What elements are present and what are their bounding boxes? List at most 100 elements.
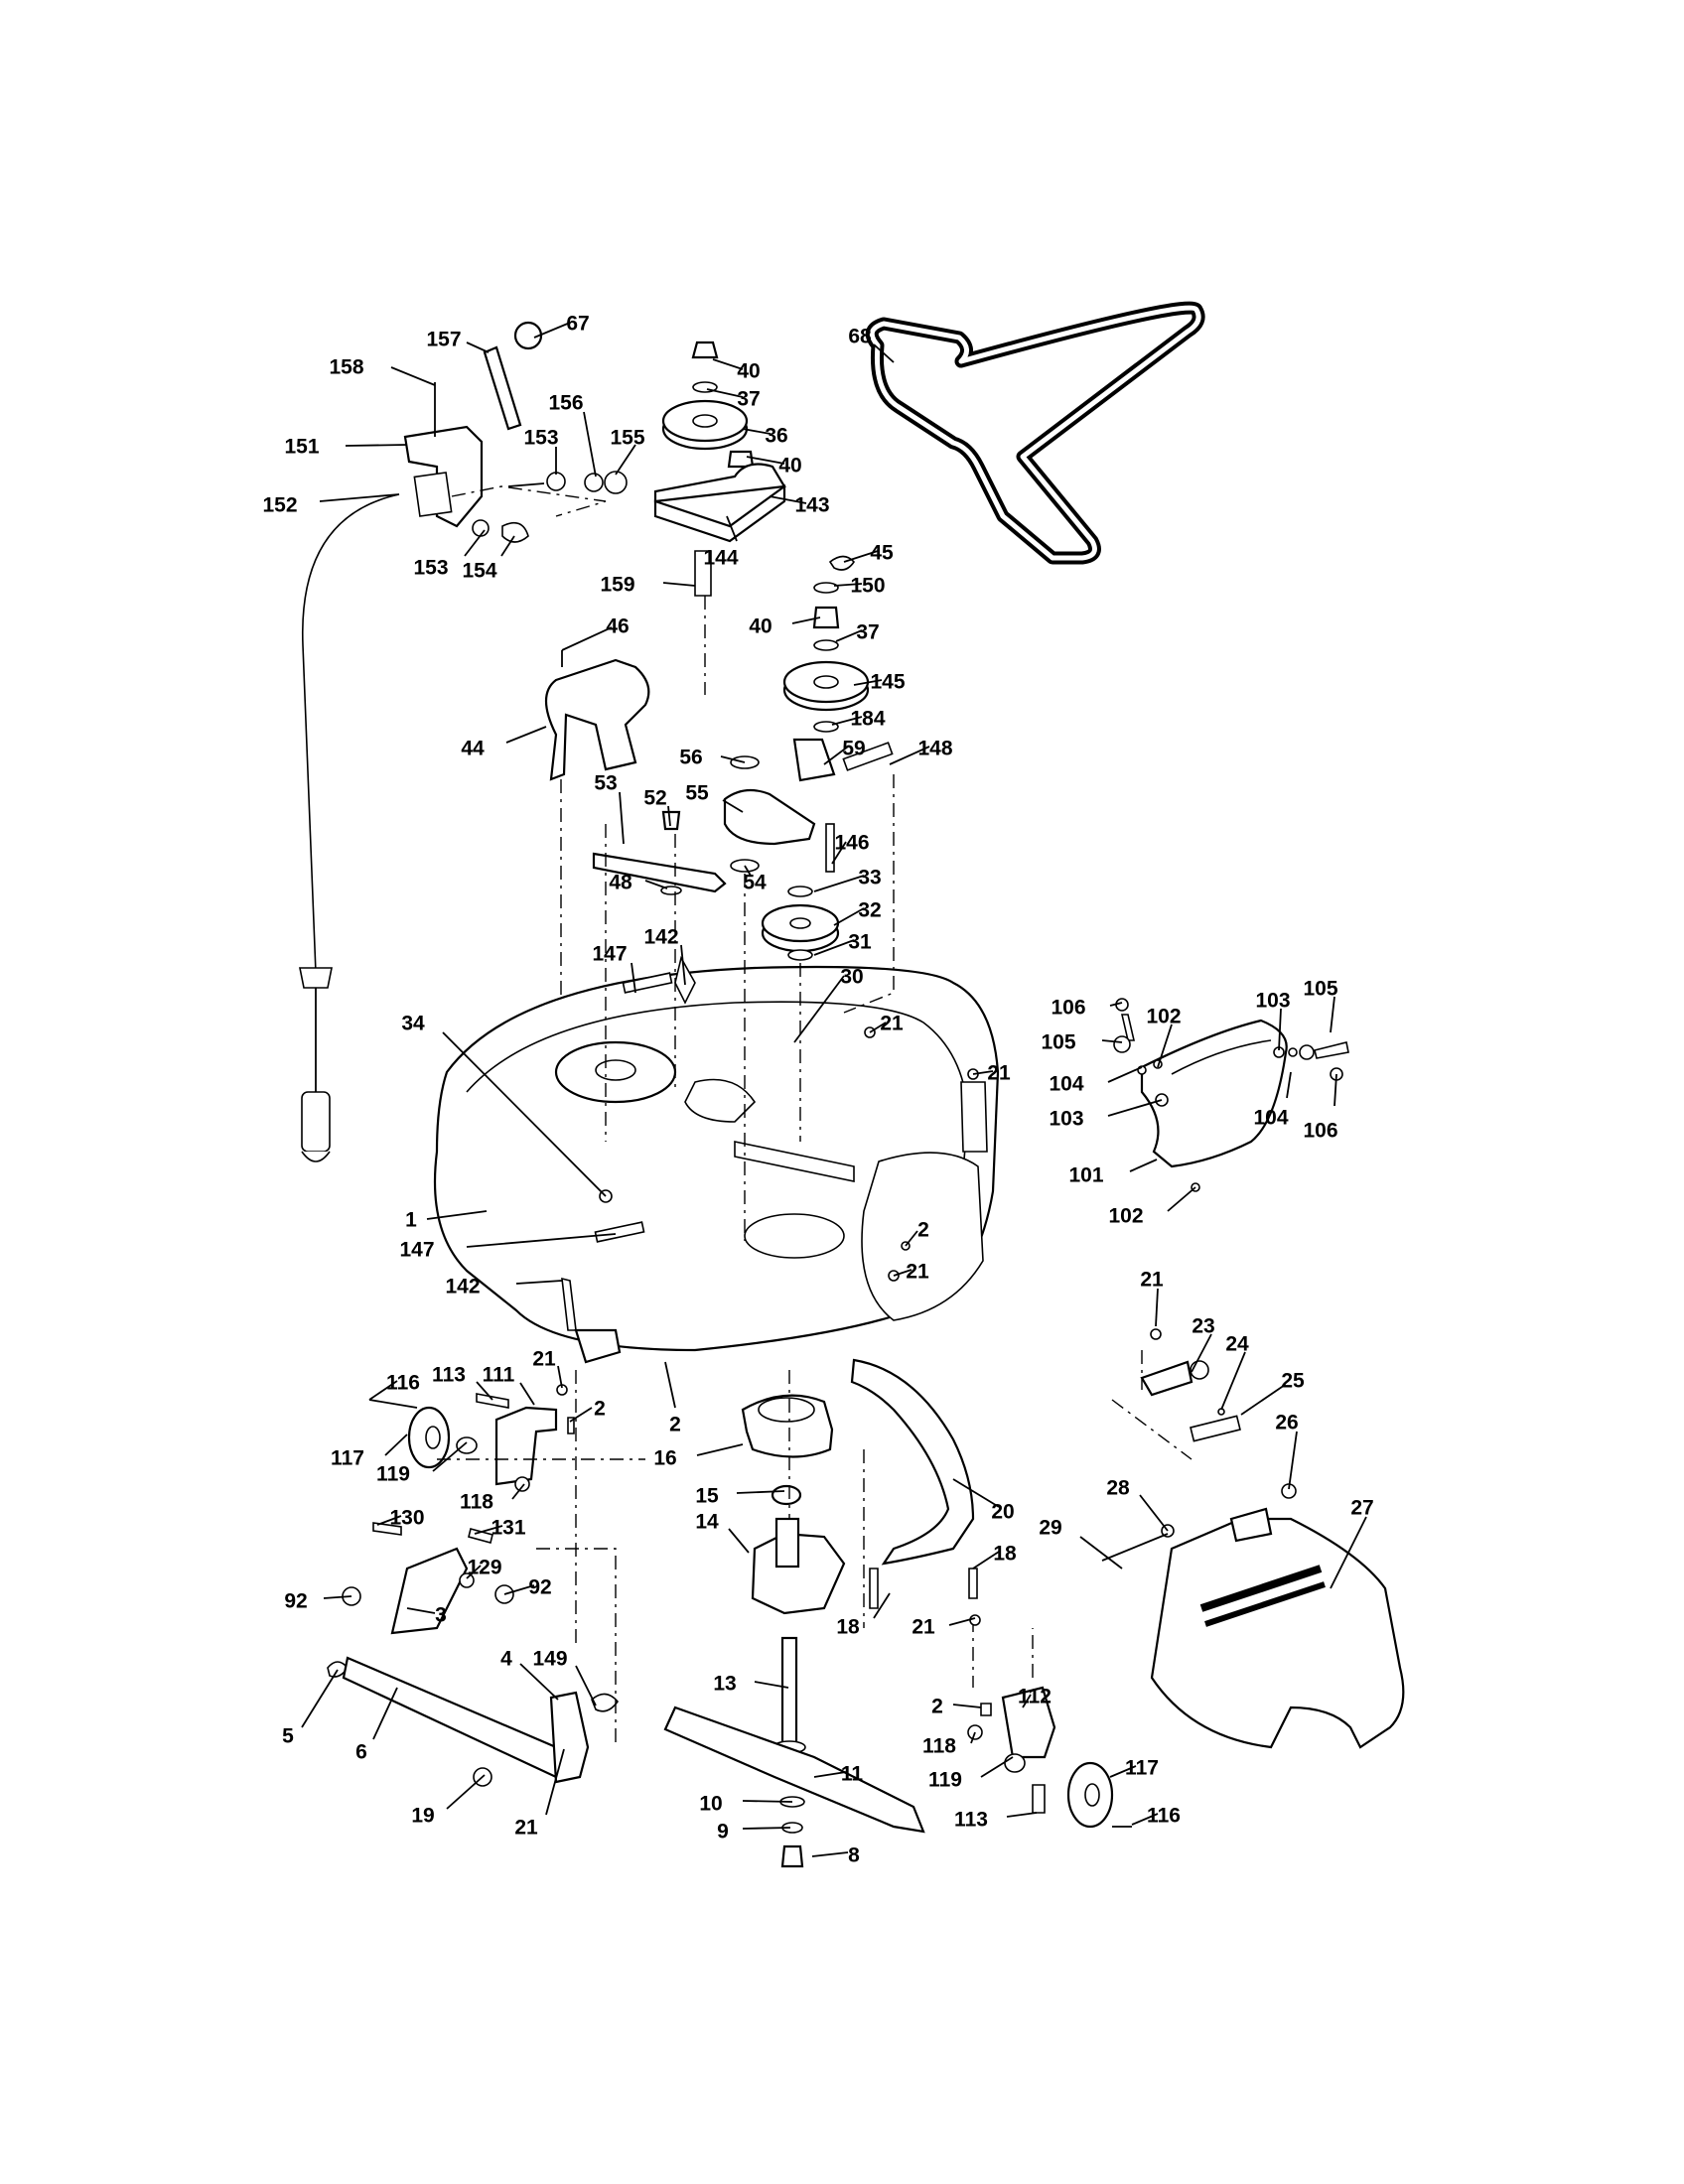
callout-c118b: 118 (922, 1735, 956, 1758)
callout-c18a: 18 (993, 1543, 1017, 1566)
lift-lever-assembly (403, 321, 628, 543)
nut-33 (787, 886, 813, 897)
lift-link-142b (561, 1277, 622, 1364)
callout-c106a: 106 (1051, 997, 1085, 1020)
spring-147b (594, 1221, 645, 1243)
mulch-cover-assembly (1101, 1328, 1405, 1749)
washer-37b (813, 639, 839, 651)
leader-c13 (754, 1681, 789, 1689)
leader-c27 (1330, 1516, 1367, 1589)
hanger-4 (549, 1691, 590, 1784)
wheel-bracket-112 (1001, 1686, 1056, 1759)
callout-c59: 59 (842, 738, 865, 760)
leader-c92a (323, 1595, 352, 1599)
leader-c68 (873, 343, 895, 363)
leader-c5 (301, 1669, 339, 1728)
callout-c40b: 40 (778, 455, 801, 478)
callout-c2d: 2 (931, 1696, 943, 1718)
leader-c45 (843, 550, 879, 563)
leader-c112 (1022, 1694, 1032, 1708)
callout-c52: 52 (643, 787, 666, 810)
leader-c101 (1129, 1159, 1158, 1172)
callout-leaders (301, 322, 1367, 1857)
hairpin-45 (828, 555, 856, 571)
leader-c21g (545, 1748, 565, 1816)
nut-40c (812, 606, 840, 629)
leader-c37a (706, 388, 744, 398)
callout-c30: 30 (840, 966, 863, 989)
idler-arm-55 (723, 788, 816, 846)
front-link-6 (342, 1656, 570, 1779)
callout-c10: 10 (699, 1793, 722, 1816)
leader-c154 (500, 535, 515, 557)
rod-29 (1101, 1533, 1169, 1562)
leader-c44 (505, 726, 547, 744)
callout-c32: 32 (858, 899, 881, 922)
callout-c21f: 21 (912, 1616, 935, 1639)
callout-c142a: 142 (643, 926, 678, 949)
leader-c131 (474, 1525, 503, 1535)
callout-c112: 112 (1018, 1686, 1052, 1708)
leader-c40b (746, 456, 785, 465)
callout-c40a: 40 (737, 360, 760, 383)
callout-c18b: 18 (836, 1616, 860, 1639)
callout-c4: 4 (500, 1648, 512, 1671)
callout-c13: 13 (713, 1673, 736, 1696)
leader-c14 (728, 1528, 750, 1554)
leader-c2d (952, 1704, 982, 1708)
callout-c143: 143 (794, 494, 829, 517)
callout-c119a: 119 (376, 1463, 410, 1486)
callout-c48: 48 (609, 872, 632, 894)
callout-c3: 3 (435, 1604, 447, 1627)
left-gauge-wheel-assembly (368, 1370, 645, 1648)
callout-c116a: 116 (386, 1372, 420, 1395)
callout-c46: 46 (606, 615, 629, 638)
washer-129 (459, 1572, 475, 1588)
leader-c116a (368, 1380, 398, 1401)
leader-c118a (511, 1483, 525, 1500)
leader-c20 (952, 1478, 1000, 1508)
leader-c143 (769, 495, 807, 504)
leader-c6 (372, 1687, 398, 1740)
callout-c21c: 21 (906, 1261, 929, 1284)
leader-c129 (466, 1565, 482, 1579)
callout-c153a: 153 (523, 427, 558, 450)
leader-c55 (722, 799, 744, 813)
leader-c23 (1191, 1333, 1212, 1373)
leader-c1 (426, 1210, 488, 1220)
leader-c102b (1167, 1186, 1196, 1212)
callout-c156: 156 (548, 392, 583, 415)
leader-c46 (561, 626, 613, 651)
callout-c21b: 21 (987, 1062, 1011, 1085)
callout-c2a: 2 (917, 1219, 929, 1242)
leader-c21e (557, 1365, 563, 1389)
idler-arm-53 (592, 852, 727, 893)
rear-baffle-20 (850, 1358, 981, 1628)
callout-c92b: 92 (528, 1576, 551, 1599)
callout-c147a: 147 (592, 943, 627, 966)
callout-c1: 1 (405, 1209, 417, 1232)
callout-c23: 23 (1192, 1315, 1214, 1338)
leader-c159 (662, 582, 696, 587)
leader-c29 (1079, 1536, 1123, 1570)
callout-c150: 150 (850, 575, 885, 598)
callout-c37a: 37 (737, 388, 760, 411)
callout-c144: 144 (703, 547, 738, 570)
callout-c105b: 105 (1041, 1031, 1075, 1054)
callout-c184: 184 (850, 708, 885, 731)
leader-c142a (680, 944, 686, 986)
bearing-15 (771, 1484, 802, 1506)
washer-150 (813, 582, 839, 594)
callout-c145: 145 (870, 671, 905, 694)
leader-c156 (583, 411, 597, 478)
leader-c103a (1278, 1008, 1282, 1051)
callout-c105a: 105 (1303, 978, 1337, 1001)
callout-c6: 6 (355, 1741, 367, 1764)
callout-c142b: 142 (445, 1276, 480, 1298)
callout-c147b: 147 (399, 1239, 434, 1262)
leader-c119a (432, 1441, 468, 1472)
leader-c2a (905, 1230, 918, 1247)
leader-c149 (575, 1665, 597, 1706)
leader-c103b (1107, 1099, 1163, 1117)
